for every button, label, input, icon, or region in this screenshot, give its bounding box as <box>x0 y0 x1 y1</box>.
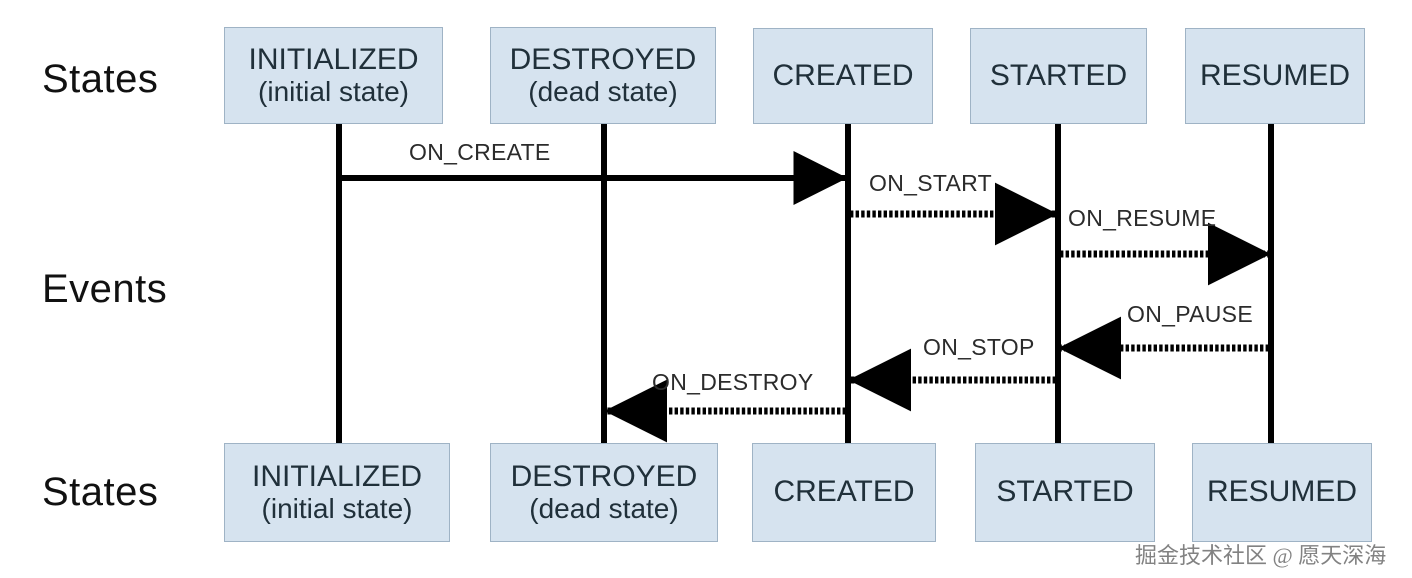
state-name: STARTED <box>989 58 1128 92</box>
event-label-on_destroy: ON_DESTROY <box>652 369 814 395</box>
event-label-on_stop: ON_STOP <box>923 334 1035 360</box>
top-state-box-started: STARTED <box>970 28 1147 124</box>
state-name: CREATED <box>773 475 915 509</box>
bottom-state-box-resumed: RESUMED <box>1192 443 1372 542</box>
state-name: RESUMED <box>1199 58 1350 92</box>
event-arrow-group <box>341 151 1271 443</box>
top-state-box-destroyed: DESTROYED(dead state) <box>490 27 716 124</box>
top-state-box-created: CREATED <box>753 28 933 124</box>
top-state-box-initialized: INITIALIZED(initial state) <box>224 27 443 124</box>
state-subtitle: (dead state) <box>529 492 679 524</box>
bottom-state-box-created: CREATED <box>752 443 936 542</box>
row-label-states-0: States <box>42 57 159 101</box>
state-subtitle: (initial state) <box>261 492 413 524</box>
top-state-box-resumed: RESUMED <box>1185 28 1365 124</box>
state-name: INITIALIZED <box>251 460 423 494</box>
row-label-events-1: Events <box>42 267 168 311</box>
lifeline-group <box>336 122 1274 446</box>
state-name: RESUMED <box>1206 475 1357 509</box>
event-label-on_resume: ON_RESUME <box>1068 205 1217 231</box>
event-label-on_create: ON_CREATE <box>409 139 551 165</box>
state-subtitle: (dead state) <box>528 75 678 107</box>
bottom-state-box-started: STARTED <box>975 443 1155 542</box>
state-name: INITIALIZED <box>248 43 419 77</box>
state-name: STARTED <box>996 475 1134 509</box>
bottom-state-box-initialized: INITIALIZED(initial state) <box>224 443 450 542</box>
watermark: 掘金技术社区 @ 愿天深海 <box>1135 543 1387 568</box>
state-name: DESTROYED <box>510 460 698 494</box>
row-label-states-2: States <box>42 470 159 514</box>
state-name: CREATED <box>772 58 914 92</box>
bottom-state-box-destroyed: DESTROYED(dead state) <box>490 443 718 542</box>
state-name: DESTROYED <box>509 43 697 77</box>
event-label-on_start: ON_START <box>869 170 992 196</box>
state-subtitle: (initial state) <box>258 75 409 107</box>
event-label-on_pause: ON_PAUSE <box>1127 301 1253 327</box>
